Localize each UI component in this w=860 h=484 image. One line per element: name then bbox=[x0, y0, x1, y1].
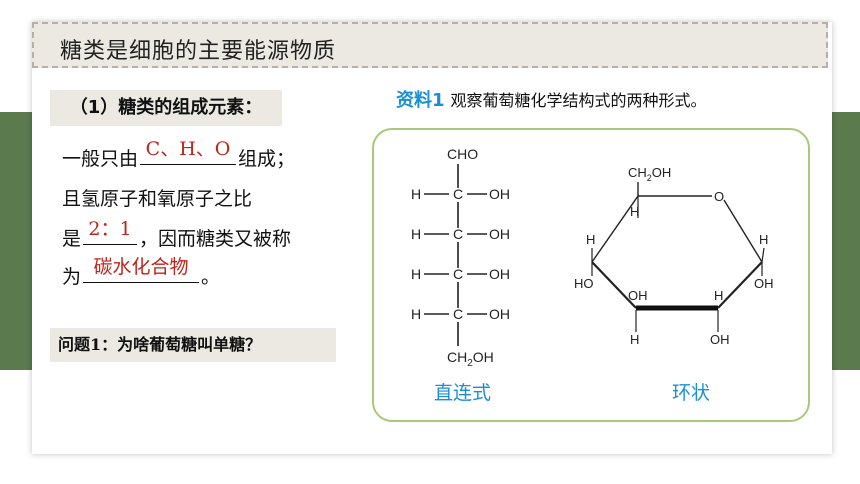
ring-h-c5: H bbox=[630, 204, 639, 219]
answer-carbohydrate: 碳水化合物 bbox=[93, 256, 189, 278]
line1-prefix: 一般只由 bbox=[62, 148, 139, 170]
ring-caption: 环状 bbox=[672, 382, 711, 404]
svg-text:H: H bbox=[411, 306, 421, 322]
svg-text:OH: OH bbox=[489, 226, 510, 242]
ring-oh-c3: OH bbox=[628, 288, 648, 303]
svg-text:C: C bbox=[453, 226, 463, 242]
answer-ratio: 2：1 bbox=[88, 218, 132, 240]
linear-caption: 直连式 bbox=[434, 382, 492, 404]
question-box: 问题1：为啥葡萄糖叫单糖？ bbox=[50, 328, 336, 362]
source-line: 资料1 观察葡萄糖化学结构式的两种形式。 bbox=[396, 86, 707, 112]
ring-oh-c2: OH bbox=[710, 332, 730, 347]
line3-prefix: 是 bbox=[62, 228, 82, 250]
linear-structure: CHO H C OH H C OH bbox=[411, 146, 510, 369]
ring-h-c2: H bbox=[714, 288, 723, 303]
svg-text:OH: OH bbox=[489, 186, 510, 202]
linear-row-2: H C OH bbox=[411, 226, 510, 242]
ring-ho-c4: HO bbox=[574, 276, 594, 291]
slide-card: 糖类是细胞的主要能源物质 （1）糖类的组成元素： 一般只由 C、H、O 组成； 且氢… bbox=[32, 22, 832, 454]
source-label: 资料1 bbox=[396, 90, 445, 111]
title-bar: 糖类是细胞的主要能源物质 bbox=[32, 22, 828, 68]
answer-blank-2: 2：1 bbox=[83, 218, 138, 245]
page-title: 糖类是细胞的主要能源物质 bbox=[60, 39, 337, 64]
answer-blank-3: 碳水化合物 bbox=[83, 256, 200, 283]
svg-text:H: H bbox=[411, 186, 421, 202]
line4-prefix: 为 bbox=[62, 266, 82, 288]
svg-text:OH: OH bbox=[489, 266, 510, 282]
ring-h-c4: H bbox=[586, 232, 595, 247]
svg-text:C: C bbox=[453, 186, 463, 202]
ring-structure: CH2OH O H H HO H OH OH H bbox=[574, 165, 774, 347]
line1-suffix: 组成； bbox=[238, 148, 296, 170]
ring-oh-c1: OH bbox=[754, 276, 774, 291]
svg-text:OH: OH bbox=[489, 306, 510, 322]
source-text: 观察葡萄糖化学结构式的两种形式。 bbox=[450, 91, 707, 110]
ring-ch2oh-label: CH2OH bbox=[628, 165, 671, 183]
ring-oxygen-label: O bbox=[714, 189, 724, 204]
linear-ch2oh-label: CH2OH bbox=[447, 349, 494, 369]
answer-elements: C、H、O bbox=[145, 138, 231, 160]
glucose-diagram-panel: CHO H C OH H C OH bbox=[372, 128, 810, 422]
svg-text:H: H bbox=[411, 266, 421, 282]
text-line-1: 一般只由 C、H、O 组成； bbox=[62, 138, 296, 171]
linear-row-4: H C OH bbox=[411, 306, 510, 322]
text-line-3: 是 2：1 ，因而糖类又被称 bbox=[62, 218, 292, 251]
svg-text:H: H bbox=[411, 226, 421, 242]
linear-row-3: H C OH bbox=[411, 266, 510, 282]
svg-text:C: C bbox=[453, 306, 463, 322]
linear-row-1: H C OH bbox=[411, 186, 510, 202]
glucose-structures-svg: CHO H C OH H C OH bbox=[411, 146, 774, 369]
text-line-4: 为碳水化合物。 bbox=[62, 256, 221, 289]
section-heading: （1）糖类的组成元素： bbox=[50, 90, 282, 126]
ring-h-c1: H bbox=[759, 232, 768, 247]
svg-text:C: C bbox=[453, 266, 463, 282]
linear-cho-label: CHO bbox=[447, 146, 478, 162]
text-line-2: 且氢原子和氧原子之比 bbox=[62, 188, 253, 210]
line3-suffix: ，因而糖类又被称 bbox=[139, 228, 292, 250]
ring-h-c3: H bbox=[630, 332, 639, 347]
answer-blank-1: C、H、O bbox=[140, 138, 237, 165]
line4-suffix: 。 bbox=[201, 266, 221, 288]
